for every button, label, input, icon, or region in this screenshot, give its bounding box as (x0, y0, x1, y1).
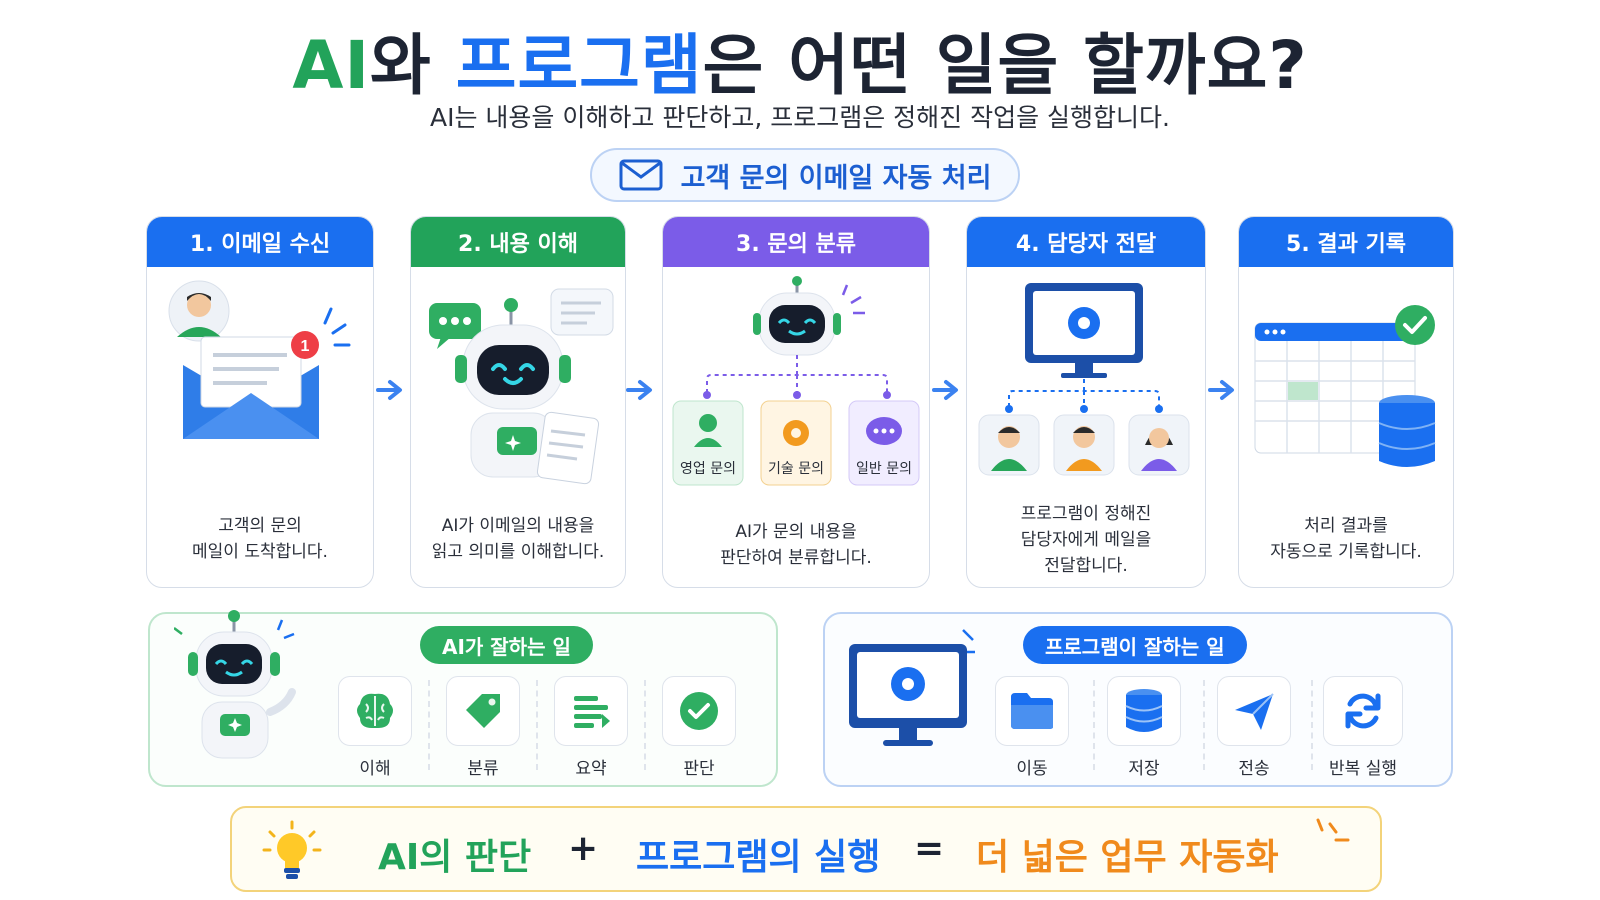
step-card-receive: 1. 이메일 수신 1 고객의 문의 메일이 도착합니다. (146, 216, 374, 588)
page-subtitle: AI는 내용을 이해하고 판단하고, 프로그램은 정해진 작업을 실행합니다. (430, 103, 1170, 132)
folder-icon (1011, 693, 1053, 729)
title-ai: AI (292, 27, 371, 104)
routing-illustration (978, 283, 1190, 476)
step-description: 프로그램이 정해진 담당자에게 메일을 전달합니다. (1020, 504, 1152, 576)
divider (1311, 680, 1313, 770)
step-illustration: 영업 문의 기술 문의 일반 문의 (663, 275, 929, 505)
ai-strengths-tag: AI가 잘하는 일 (420, 626, 593, 664)
refresh-icon (1345, 693, 1381, 729)
notification-badge: 1 (301, 338, 310, 355)
email-received-illustration: 1 (168, 280, 351, 439)
step-card-understand: 2. 내용 이해 AI가 이메일 (410, 216, 626, 588)
divider (536, 680, 538, 770)
ai-skill-summarize (554, 676, 628, 746)
category-sales: 영업 문의 (680, 461, 736, 477)
monitor-icon (849, 629, 975, 746)
step-card-forward: 4. 담당자 전달 프로그램이 정해진 담당자에게 메일을 전달합니다. (966, 216, 1206, 588)
equation-program-execution: 프로그램의 실행 (636, 837, 881, 878)
program-skill-move (995, 676, 1069, 746)
step-card-record: 5. 결과 기록 처리 결과를 자동으로 기록합니다. (1238, 216, 1454, 588)
step-header: 3. 문의 분류 (663, 217, 929, 267)
ai-skill-judge (662, 676, 736, 746)
mail-icon (619, 159, 663, 191)
step-illustration (411, 275, 625, 505)
divider (644, 680, 646, 770)
category-general: 일반 문의 (856, 461, 912, 477)
tag-icon (466, 694, 500, 728)
arrow-right-icon (626, 380, 652, 400)
ai-skill-label: 이해 (359, 759, 391, 779)
step-description: AI가 이메일의 내용을 읽고 의미를 이해합니다. (431, 516, 605, 562)
equation-equals: = (914, 828, 945, 869)
equation-plus: + (568, 828, 599, 869)
arrow-right-icon (376, 380, 402, 400)
step-card-classify: 3. 문의 분류 영업 문의 기술 문의 일반 문의 (662, 216, 930, 588)
step-illustration (1239, 275, 1453, 505)
equation-ai-judgment: AI의 판단 (378, 837, 532, 878)
category-tech: 기술 문의 (768, 461, 824, 477)
scenario-label: 고객 문의 이메일 자동 처리 (680, 162, 992, 194)
step-description: 고객의 문의 메일이 도착합니다. (192, 516, 328, 562)
program-skill-label: 저장 (1128, 759, 1160, 779)
title-program: 프로그램 (455, 27, 703, 104)
step-illustration: 1 (147, 275, 373, 505)
step-description: 처리 결과를 자동으로 기록합니다. (1270, 516, 1422, 562)
divider (428, 680, 430, 770)
brain-icon (357, 693, 393, 728)
summary-equation-bar: AI의 판단 + 프로그램의 실행 = 더 넓은 업무 자동화 (230, 806, 1382, 892)
robot-icon (174, 610, 296, 759)
robot-classify-illustration: 영업 문의 기술 문의 일반 문의 (672, 276, 920, 486)
send-icon (1235, 693, 1274, 730)
program-skill-label: 반복 실행 (1329, 759, 1397, 779)
title-connector: 와 (370, 27, 456, 104)
step-header: 4. 담당자 전달 (967, 217, 1205, 267)
robot-reading-illustration (429, 288, 614, 485)
step-header: 5. 결과 기록 (1239, 217, 1453, 267)
ai-skill-label: 판단 (683, 759, 715, 779)
divider (1093, 680, 1095, 770)
check-circle-icon (680, 692, 718, 730)
ai-skill-classify (446, 676, 520, 746)
program-skill-send (1217, 676, 1291, 746)
divider (1203, 680, 1205, 770)
lightbulb-icon (262, 820, 322, 879)
step-description: AI가 문의 내용을 판단하여 분류합니다. (720, 522, 872, 568)
scenario-pill: 고객 문의 이메일 자동 처리 (590, 148, 1020, 202)
program-skill-label: 이동 (1016, 759, 1048, 779)
ai-skill-label: 분류 (467, 759, 499, 779)
spreadsheet-database-illustration (1254, 305, 1436, 467)
sparkle-icon (1316, 818, 1350, 842)
program-skill-store (1107, 676, 1181, 746)
step-header: 2. 내용 이해 (411, 217, 625, 267)
step-illustration (967, 275, 1205, 505)
arrow-right-icon (932, 380, 958, 400)
title-rest: 은 어떤 일을 할까요? (702, 27, 1308, 104)
page-title: AI와 프로그램은 어떤 일을 할까요? (0, 12, 1600, 108)
database-icon (1125, 689, 1163, 732)
ai-skill-label: 요약 (575, 759, 607, 779)
program-strengths-panel: 프로그램이 잘하는 일 이동 저장 전송 반복 실행 (823, 612, 1453, 787)
program-skill-label: 전송 (1238, 759, 1270, 779)
summary-icon (574, 696, 610, 728)
equation-result: 더 넓은 업무 자동화 (976, 837, 1279, 878)
ai-skill-understand (338, 676, 412, 746)
step-header: 1. 이메일 수신 (147, 217, 373, 267)
program-strengths-tag: 프로그램이 잘하는 일 (1023, 626, 1247, 664)
ai-strengths-panel: AI가 잘하는 일 이해 분류 요약 판단 (148, 610, 778, 787)
program-skill-repeat (1323, 676, 1403, 746)
arrow-right-icon (1208, 380, 1234, 400)
